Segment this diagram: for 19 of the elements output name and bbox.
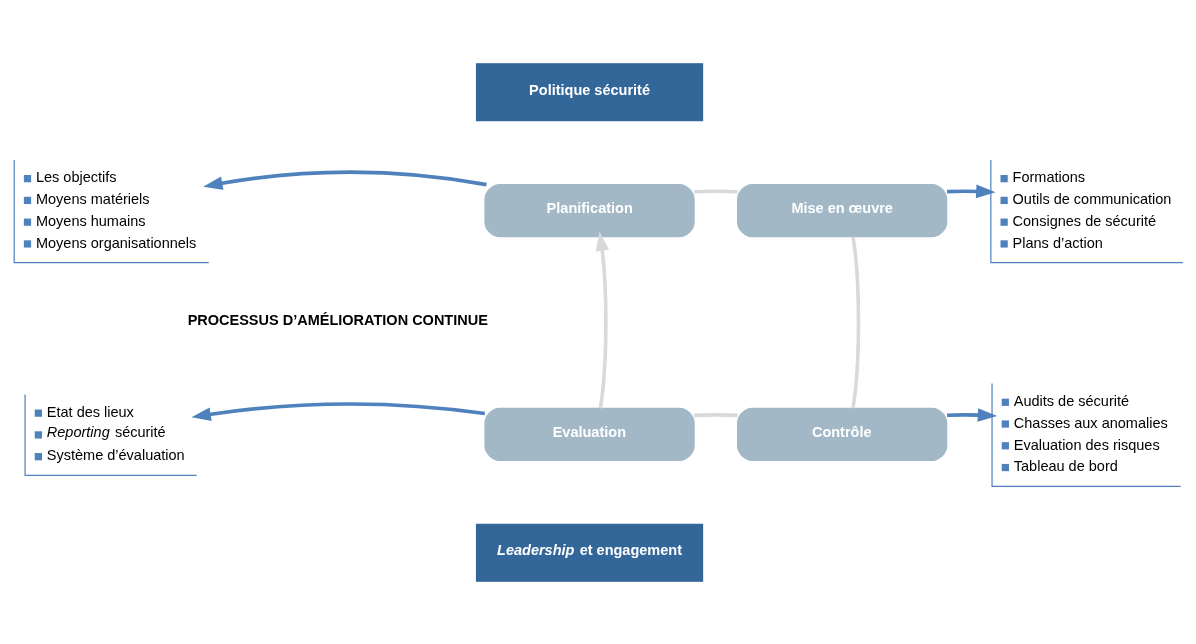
- node-box: Evaluation: [484, 407, 695, 461]
- node-box: Leadership et engagement: [475, 523, 704, 582]
- arrow: [203, 169, 487, 190]
- connector: [694, 412, 738, 417]
- connector: [694, 188, 738, 194]
- arrow: [947, 184, 996, 198]
- node-text: Etat des lieux Reporting sécurité Système d’évaluation: [46, 403, 185, 463]
- connector: [851, 236, 861, 408]
- node-box: Politique sécurité: [475, 62, 704, 121]
- node-box: Contrôle: [737, 407, 948, 461]
- arrow: [947, 407, 998, 422]
- arrow: [191, 401, 486, 421]
- node-text: Audits de sécurité Chasses aux anomalies Evaluation des risques Tableau de bord: [1013, 392, 1168, 474]
- node-text: Les objectifs Moyens matériels Moyens humains Moyens organisationnels: [35, 168, 197, 251]
- node-box: Planification: [484, 183, 695, 237]
- arrow: [595, 230, 610, 409]
- label: PROCESSUS D’AMÉLIORATION CONTINUE: [187, 311, 488, 328]
- node-text: Formations Outils de communication Consignes de sécurité Plans d’action: [1012, 168, 1172, 251]
- node-box: Mise en œuvre: [737, 183, 948, 237]
